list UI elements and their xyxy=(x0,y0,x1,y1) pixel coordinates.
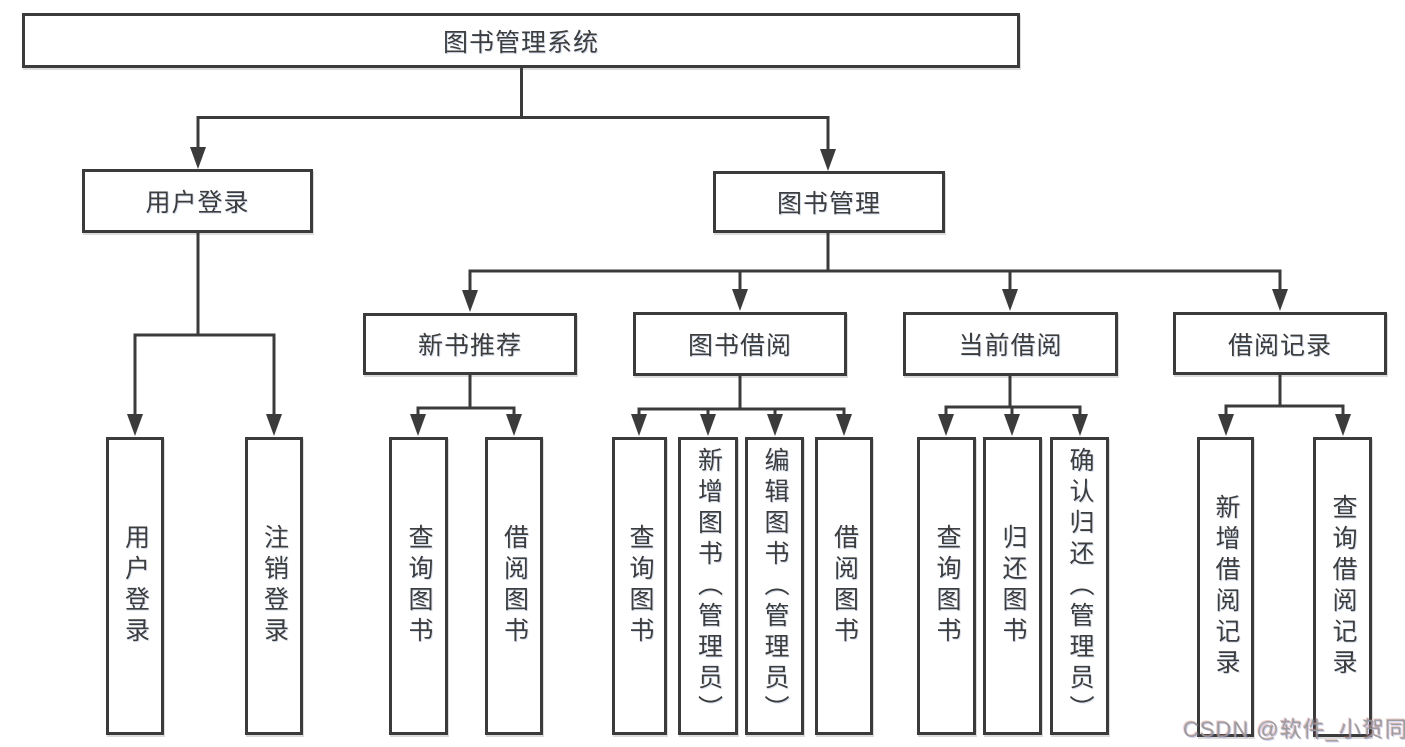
csdn-watermark: CSDN @软件_小贺同学 xyxy=(1183,717,1405,742)
node-book-borrowing: 图书借阅 xyxy=(633,312,847,376)
arrowhead-icon xyxy=(1218,414,1234,436)
leaf-add-borrow-record: 新增借阅记录 xyxy=(1197,437,1254,737)
leaf-query-borrow-record: 查询借阅记录 xyxy=(1313,437,1372,737)
node-label: 图书管理系统 xyxy=(442,28,599,57)
node-label: 注销登录 xyxy=(260,524,289,648)
node-label: 用户登录 xyxy=(121,524,150,648)
node-book-management: 图书管理 xyxy=(713,171,945,233)
leaf-query-books-borrow: 查询图书 xyxy=(612,437,667,735)
arrowhead-icon xyxy=(190,147,206,169)
arrowhead-icon xyxy=(732,289,748,311)
node-label: 查询图书 xyxy=(626,524,654,648)
arrowhead-icon xyxy=(410,414,426,436)
leaf-borrow-books: 借阅图书 xyxy=(815,437,873,735)
arrowhead-icon xyxy=(506,414,522,436)
node-label: 查询借阅记录 xyxy=(1329,494,1357,680)
node-label: 当前借阅 xyxy=(958,332,1063,360)
leaf-query-books-recommend: 查询图书 xyxy=(389,437,448,735)
node-label: 编辑图书（管理员） xyxy=(761,446,789,726)
arrowhead-icon xyxy=(462,290,478,312)
node-user-login: 用户登录 xyxy=(82,169,313,233)
node-label: 用户登录 xyxy=(145,189,250,217)
node-label: 查询图书 xyxy=(933,524,961,648)
node-label: 借阅记录 xyxy=(1227,331,1332,360)
node-label: 查询图书 xyxy=(405,524,433,648)
node-label: 图书管理 xyxy=(776,190,881,218)
arrowhead-icon xyxy=(1335,414,1351,436)
leaf-user-login: 用户登录 xyxy=(106,437,164,735)
arrowhead-icon xyxy=(631,414,647,436)
leaf-return-books: 归还图书 xyxy=(983,437,1042,735)
arrowhead-icon xyxy=(266,414,282,436)
node-label: 新书推荐 xyxy=(417,332,522,360)
node-label: 归还图书 xyxy=(999,524,1027,648)
node-label: 图书借阅 xyxy=(687,332,792,360)
arrowhead-icon xyxy=(1002,289,1018,311)
arrowhead-icon xyxy=(127,414,143,436)
node-label: 新增借阅记录 xyxy=(1212,494,1240,680)
arrowhead-icon xyxy=(1072,414,1088,436)
node-current-borrowing: 当前借阅 xyxy=(903,312,1118,376)
node-new-book-recommend: 新书推荐 xyxy=(363,313,577,375)
leaf-edit-books-admin: 编辑图书（管理员） xyxy=(745,437,804,735)
leaf-query-books-current: 查询图书 xyxy=(917,437,976,735)
node-label: 新增图书（管理员） xyxy=(694,446,723,726)
node-borrowing-records: 借阅记录 xyxy=(1173,312,1387,375)
leaf-confirm-return-admin: 确认归还（管理员） xyxy=(1050,437,1109,735)
arrowhead-icon xyxy=(700,414,716,436)
arrowhead-icon xyxy=(836,414,852,436)
leaf-borrow-books-recommend: 借阅图书 xyxy=(485,437,543,735)
node-label: 借阅图书 xyxy=(500,524,529,648)
arrowhead-icon xyxy=(938,414,954,436)
node-label: 确认归还（管理员） xyxy=(1066,446,1094,726)
node-label: 借阅图书 xyxy=(830,524,859,648)
arrowhead-icon xyxy=(767,414,783,436)
leaf-logout: 注销登录 xyxy=(245,437,303,735)
node-root-system: 图书管理系统 xyxy=(22,13,1020,68)
leaf-add-books-admin: 新增图书（管理员） xyxy=(678,437,738,735)
arrowhead-icon xyxy=(1272,289,1288,311)
arrowhead-icon xyxy=(820,149,836,171)
arrowhead-icon xyxy=(1004,414,1020,436)
